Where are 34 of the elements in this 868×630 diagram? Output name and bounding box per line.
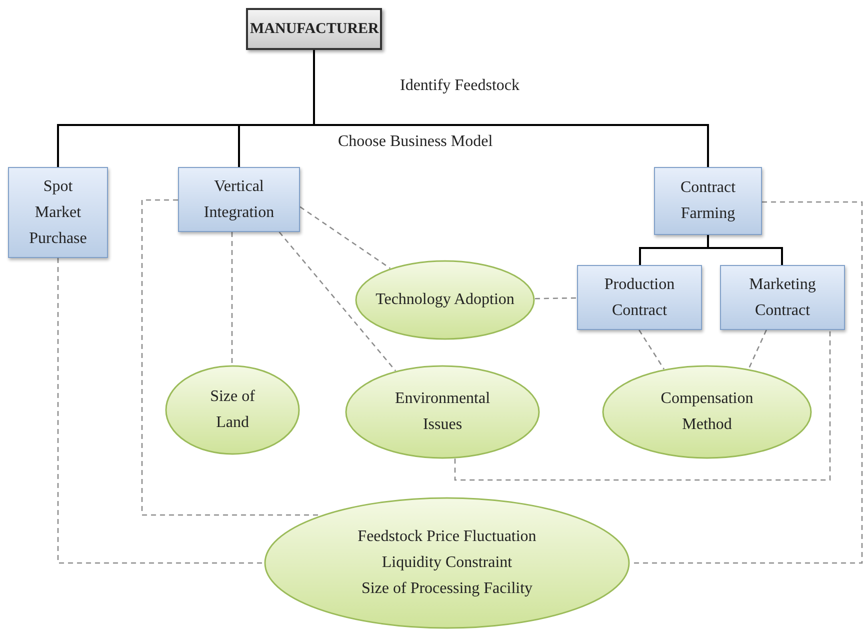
factor-ellipse xyxy=(355,260,535,340)
annotation-text: Identify Feedstock xyxy=(400,77,520,95)
process-box xyxy=(8,167,108,258)
dashed-connector xyxy=(748,330,767,370)
title-box xyxy=(246,8,382,50)
dashed-connector xyxy=(638,330,665,370)
node-text: Marketing Contract xyxy=(748,274,817,320)
node-text: Contract Farming xyxy=(679,178,737,224)
node-text: Production Contract xyxy=(603,274,676,320)
node-text: MANUFACTURER xyxy=(250,20,378,39)
node-text: Technology Adoption xyxy=(376,290,514,310)
dashed-connector xyxy=(231,232,233,365)
node-text: Size of Land xyxy=(209,387,256,433)
process-box xyxy=(720,265,845,330)
dashed-connector xyxy=(278,232,396,372)
factor-ellipse xyxy=(264,497,630,629)
process-box xyxy=(178,167,300,232)
node-text: Environmental Issues xyxy=(394,389,492,435)
node-text: Compensation Method xyxy=(660,389,754,435)
annotation-text: Choose Business Model xyxy=(338,133,493,151)
dashed-connector xyxy=(534,297,577,300)
node-text: Liquidity Constraint xyxy=(382,553,512,573)
process-box xyxy=(577,265,702,330)
factor-ellipse xyxy=(345,365,540,459)
dashed-connector xyxy=(454,330,831,481)
node-text: Spot Market Purchase xyxy=(28,176,88,248)
dashed-connector xyxy=(300,206,391,269)
factor-ellipse xyxy=(602,365,812,459)
node-text: Size of Processing Facility xyxy=(361,579,533,599)
node-text: Feedstock Price Fluctuation xyxy=(358,527,536,547)
factor-ellipse xyxy=(165,365,300,455)
node-text: Vertical Integration xyxy=(202,176,276,222)
process-box xyxy=(654,167,762,235)
dashed-connector xyxy=(57,258,264,564)
